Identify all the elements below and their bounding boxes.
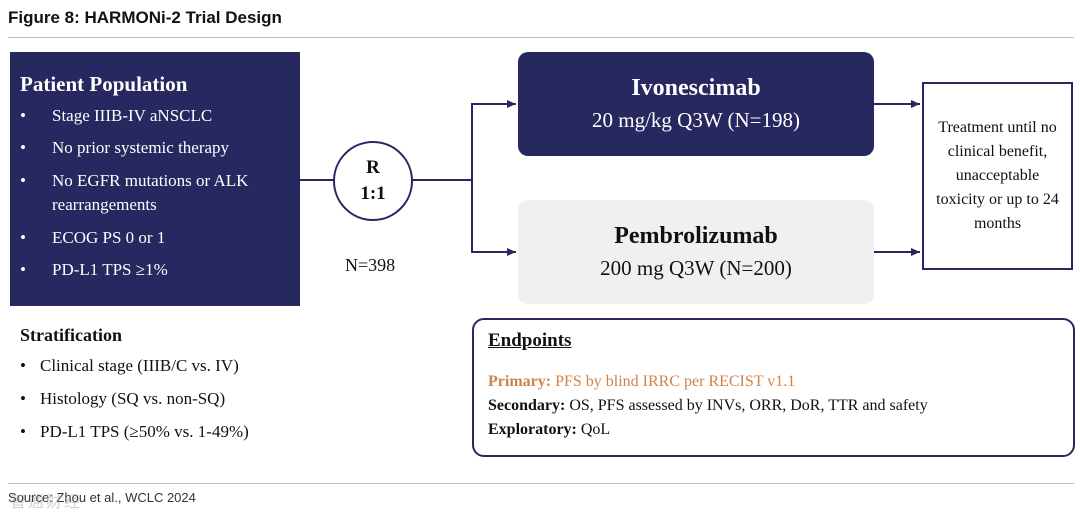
stratification-item: Histology (SQ vs. non-SQ)	[20, 388, 320, 410]
patient-population-box: Patient Population Stage IIIB-IV aNSCLC …	[10, 52, 300, 306]
top-divider	[8, 37, 1074, 38]
population-item: PD-L1 TPS ≥1%	[20, 259, 290, 281]
stratification-item: Clinical stage (IIIB/C vs. IV)	[20, 355, 320, 377]
treatment-text: Treatment until no clinical benefit, una…	[936, 119, 1059, 232]
stratification-title: Stratification	[20, 325, 122, 345]
primary-endpoint-value: PFS by blind IRRC per RECIST v1.1	[555, 373, 796, 390]
exploratory-endpoint-value: QoL	[580, 421, 611, 438]
patient-population-title: Patient Population	[20, 72, 188, 96]
arm-name: Pembrolizumab	[614, 223, 778, 249]
secondary-endpoint-value: OS, PFS assessed by INVs, ORR, DoR, TTR …	[569, 397, 928, 414]
population-item: No prior systemic therapy	[20, 137, 290, 159]
pembrolizumab-arm-box: Pembrolizumab 200 mg Q3W (N=200)	[518, 200, 874, 304]
randomization-circle: R 1:1	[333, 141, 413, 221]
primary-endpoint: Primary: PFS by blind IRRC per RECIST v1…	[488, 370, 1059, 394]
stratification-item: PD-L1 TPS (≥50% vs. 1-49%)	[20, 421, 320, 443]
arm-dose: 20 mg/kg Q3W (N=198)	[591, 108, 801, 132]
secondary-endpoint: Secondary: OS, PFS assessed by INVs, ORR…	[488, 394, 1059, 418]
stratification-section: Stratification Clinical stage (IIIB/C vs…	[20, 325, 320, 454]
exploratory-endpoint-label: Exploratory:	[488, 421, 577, 438]
endpoints-box: Endpoints Primary: PFS by blind IRRC per…	[472, 318, 1075, 457]
arm-dose: 200 mg Q3W (N=200)	[600, 256, 792, 280]
secondary-endpoint-label: Secondary:	[488, 397, 566, 414]
endpoints-title: Endpoints	[488, 330, 572, 351]
population-item: No EGFR mutations or ALK rearrangements	[20, 169, 290, 217]
figure-title: Figure 8: HARMONi-2 Trial Design	[8, 8, 282, 27]
bottom-divider	[8, 483, 1074, 484]
watermark: 智通财经	[10, 494, 83, 511]
population-item: ECOG PS 0 or 1	[20, 227, 290, 249]
total-enrollment: N=398	[345, 255, 396, 275]
randomization-ratio: 1:1	[360, 183, 386, 204]
stratification-list: Clinical stage (IIIB/C vs. IV) Histology…	[20, 355, 320, 443]
treatment-duration-box: Treatment until no clinical benefit, una…	[922, 82, 1073, 270]
source-citation: Source: Zhou et al., WCLC 2024	[8, 490, 196, 505]
randomization-label: R	[366, 157, 380, 178]
primary-endpoint-label: Primary:	[488, 373, 552, 390]
ivonescimab-arm-box: Ivonescimab 20 mg/kg Q3W (N=198)	[518, 52, 874, 156]
arm-name: Ivonescimab	[631, 75, 761, 101]
patient-population-list: Stage IIIB-IV aNSCLC No prior systemic t…	[20, 105, 290, 281]
exploratory-endpoint: Exploratory: QoL	[488, 418, 1059, 442]
population-item: Stage IIIB-IV aNSCLC	[20, 105, 290, 127]
